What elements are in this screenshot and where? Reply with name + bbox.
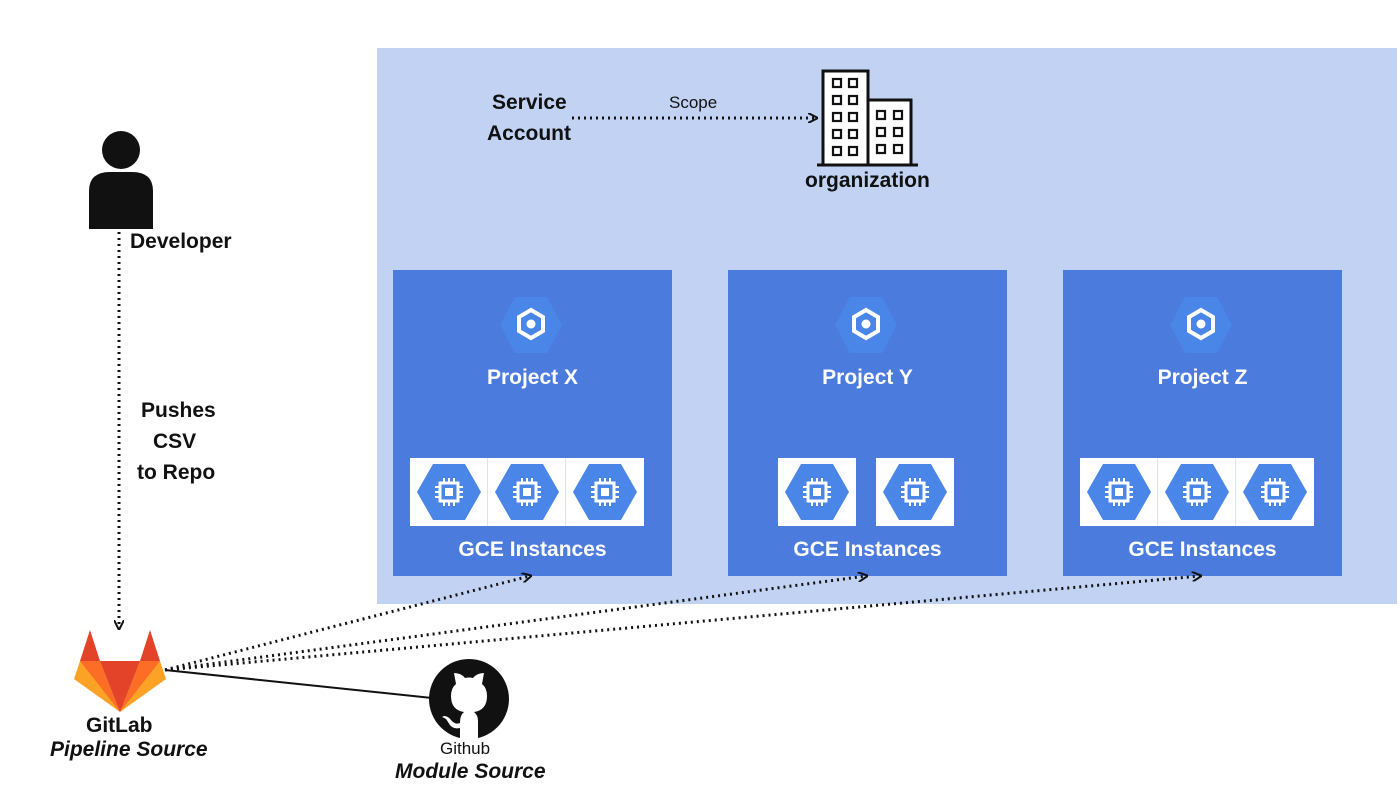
project-title: Project Z	[1157, 366, 1248, 389]
gce-instances-label: GCE Instances	[458, 538, 607, 561]
compute-chip-icon	[416, 464, 481, 520]
building-icon	[817, 69, 918, 167]
instance-tile	[410, 458, 488, 526]
project-title: Project X	[486, 366, 579, 389]
project-title: Project Y	[822, 366, 913, 389]
developer-label: Developer	[130, 230, 232, 253]
organization-label: organization	[805, 169, 930, 192]
gitlab-logo-icon	[74, 630, 166, 712]
compute-chip-icon	[1164, 464, 1229, 520]
instance-tile	[566, 458, 644, 526]
project-box-y: Project Y	[728, 270, 1007, 576]
gcp-hexagon-icon	[835, 297, 897, 353]
compute-chip-icon	[785, 464, 849, 520]
instance-tile	[1080, 458, 1158, 526]
push-label-line1: Pushes	[141, 399, 216, 422]
instance-group	[410, 458, 644, 526]
gitlab-role-label: Pipeline Source	[50, 738, 208, 761]
github-logo-icon	[429, 659, 509, 739]
instance-tile	[876, 458, 954, 526]
github-name-label: Github	[440, 739, 491, 758]
compute-chip-icon	[883, 464, 947, 520]
service-account-label-line1: Service	[492, 91, 567, 114]
gce-instances-label: GCE Instances	[793, 538, 942, 561]
instance-tile	[1158, 458, 1236, 526]
compute-chip-icon	[1086, 464, 1151, 520]
instance-tile	[488, 458, 566, 526]
gitlab-to-project-x-arrow	[164, 576, 530, 672]
gitlab-to-project-z-arrow	[164, 576, 1200, 672]
instance-tile	[778, 458, 856, 526]
instance-group	[778, 458, 954, 526]
project-box-z: Project Z	[1063, 270, 1342, 576]
compute-chip-icon	[494, 464, 559, 520]
instance-group	[1080, 458, 1314, 526]
gitlab-to-project-y-arrow	[164, 576, 866, 672]
instance-tile	[1236, 458, 1314, 526]
project-box-x: Project X	[393, 270, 672, 576]
gitlab-name-label: GitLab	[86, 714, 153, 737]
gitlab-to-github-line	[164, 669, 433, 699]
gcp-hexagon-icon	[500, 297, 562, 353]
push-label-line3: to Repo	[137, 461, 216, 484]
github-role-label: Module Source	[395, 760, 546, 783]
gcp-hexagon-icon	[1170, 297, 1232, 353]
scope-label: Scope	[669, 93, 718, 112]
gce-instances-label: GCE Instances	[1128, 538, 1277, 561]
compute-chip-icon	[573, 464, 637, 520]
compute-chip-icon	[1243, 464, 1307, 520]
developer-person-icon	[89, 131, 153, 229]
push-label-line2: CSV	[153, 430, 197, 453]
service-account-label-line2: Account	[487, 122, 571, 145]
